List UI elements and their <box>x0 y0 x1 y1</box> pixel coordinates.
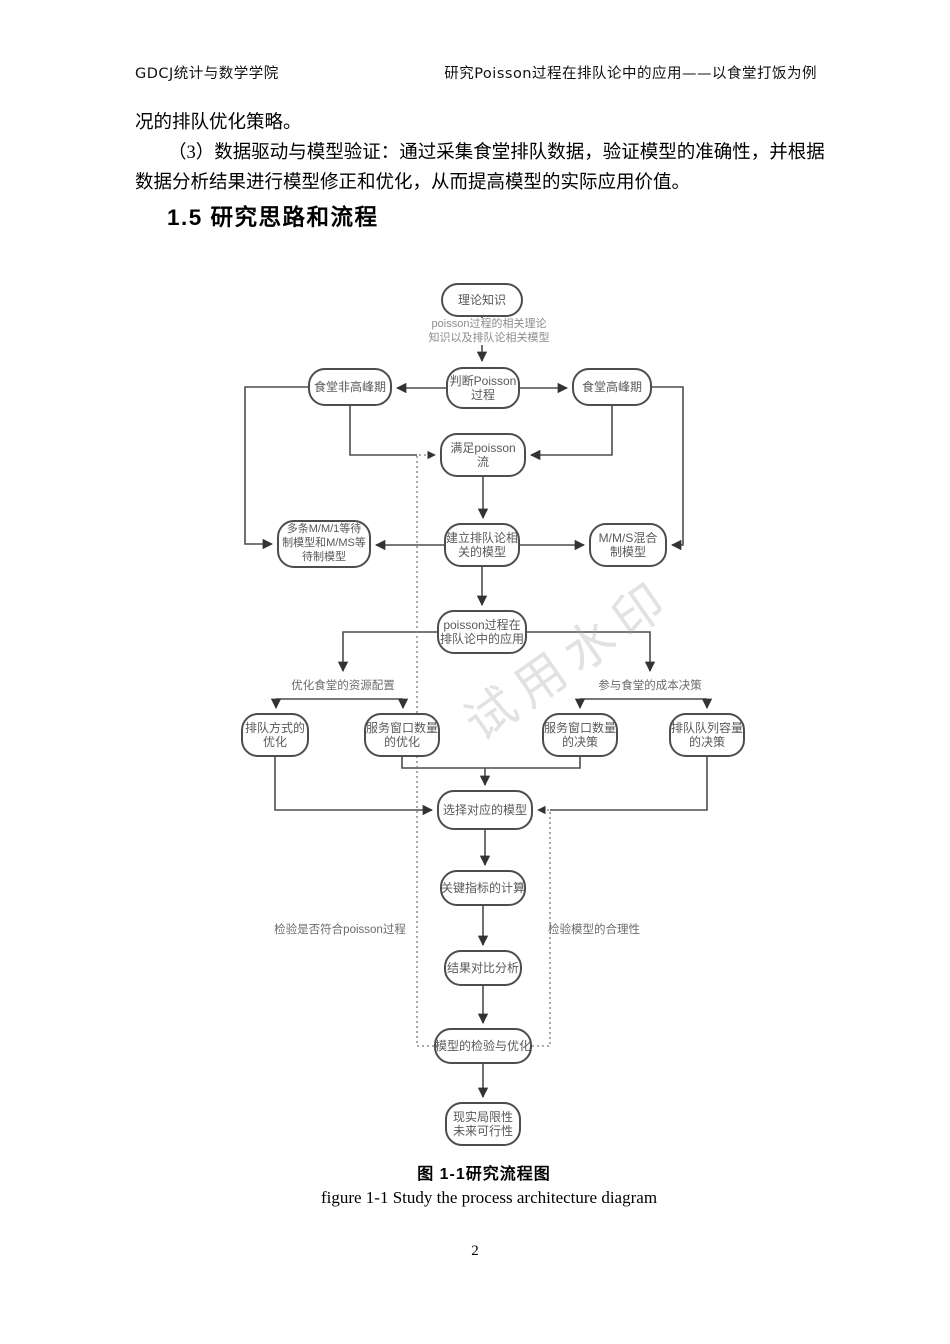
node-text-line: 制模型 <box>609 545 646 559</box>
flow-node-offpeak: 食堂非高峰期 <box>308 368 392 406</box>
flow-node-mms-model: M/M/S混合 制模型 <box>589 523 667 567</box>
node-text-line: 现实局限性 <box>452 1109 513 1124</box>
flow-node-judge-poisson: 判断Poisson 过程 <box>446 367 520 409</box>
flow-node-select-model: 选择对应的模型 <box>437 790 533 830</box>
node-text-line: 优化 <box>262 735 287 749</box>
check-label-poisson: 检验是否符合poisson过程 <box>274 924 406 936</box>
node-text-line: 结果对比分析 <box>446 960 519 975</box>
node-text-line: 食堂高峰期 <box>581 379 642 394</box>
flow-node-capacity-decision: 排队队列容量 的决策 <box>669 713 745 757</box>
node-text-line: 关键指标的计算 <box>441 880 526 895</box>
flow-node-window-optimization: 服务窗口数量 的优化 <box>364 713 440 757</box>
header-title: 研究Poisson过程在排队论中的应用——以食堂打饭为例 <box>444 66 817 82</box>
node-text-line: 食堂非高峰期 <box>313 379 386 394</box>
node-text-line: 选择对应的模型 <box>442 802 527 817</box>
body-line: 数据分析结果进行模型修正和优化，从而提高模型的实际应用价值。 <box>135 173 691 193</box>
node-text-line: 的优化 <box>383 735 420 749</box>
node-text-line: 的决策 <box>688 735 725 749</box>
figure-caption-en: figure 1-1 Study the process architectur… <box>320 1188 658 1207</box>
node-text-line: 排队队列容量 <box>671 720 744 735</box>
page-number: 2 <box>471 1243 479 1259</box>
body-line: （3）数据驱动与模型验证：通过采集食堂排队数据，验证模型的准确性，并根据 <box>168 143 825 163</box>
flow-node-model-verify: 模型的检验与优化 <box>434 1028 532 1064</box>
node-text-line: 制模型和M/MS等 <box>282 537 366 550</box>
flow-node-key-metrics: 关键指标的计算 <box>440 870 526 906</box>
node-text-line: 排队论中的应用 <box>439 632 524 646</box>
check-label-rationality: 检验模型的合理性 <box>548 924 640 936</box>
section-heading: 1.5 研究思路和流程 <box>167 205 379 230</box>
node-text-line: M/M/S混合 <box>598 530 658 545</box>
flow-node-poisson-flow: 满足poisson 流 <box>440 433 526 477</box>
branch-label-resource: 优化食堂的资源配置 <box>291 680 395 692</box>
flow-node-limitation: 现实局限性 未来可行性 <box>445 1102 521 1146</box>
flow-node-theory: 理论知识 <box>441 283 523 317</box>
branch-label-cost: 参与食堂的成本决策 <box>598 680 702 692</box>
flowchart: 试用水印 理论知识 poisson过程的相关理论 知识以及排队论相关模型 判断P… <box>0 270 950 1150</box>
flow-node-application: poisson过程在 排队论中的应用 <box>437 610 527 654</box>
node-text-line: 服务窗口数量 <box>366 720 439 735</box>
flow-node-build-model: 建立排队论相 关的模型 <box>444 523 520 567</box>
header-school: GDCJ统计与数学学院 <box>135 66 279 82</box>
figure-caption-zh: 图 1-1研究流程图 <box>417 1166 551 1183</box>
flow-node-window-decision: 服务窗口数量 的决策 <box>542 713 618 757</box>
body-line: 况的排队优化策略。 <box>135 113 302 133</box>
node-text-line: 多条M/M/1等待 <box>286 523 362 536</box>
node-text-line: 满足poisson <box>450 440 516 455</box>
note-line: poisson过程的相关理论 <box>431 318 547 330</box>
node-text-line: 建立排队论相 <box>446 530 519 545</box>
node-text-line: 待制模型 <box>302 550 346 563</box>
flow-node-result-compare: 结果对比分析 <box>444 950 522 986</box>
node-text-line: 流 <box>476 455 489 469</box>
flow-node-peak: 食堂高峰期 <box>572 368 652 406</box>
node-text-line: 服务窗口数量 <box>544 720 617 735</box>
node-text-line: 过程 <box>470 388 495 402</box>
theory-note: poisson过程的相关理论 知识以及排队论相关模型 <box>428 318 550 345</box>
node-text-line: 关的模型 <box>457 545 506 559</box>
node-text-line: 排队方式的 <box>244 720 305 735</box>
node-text-line: 判断Poisson <box>449 373 517 388</box>
node-text-line: 模型的检验与优化 <box>435 1038 532 1053</box>
body-paragraphs: 况的排队优化策略。 （3）数据驱动与模型验证：通过采集食堂排队数据，验证模型的准… <box>135 108 825 198</box>
node-text-line: poisson过程在 <box>443 617 521 632</box>
flow-node-queue-optimization: 排队方式的 优化 <box>241 713 309 757</box>
note-line: 知识以及排队论相关模型 <box>428 331 550 344</box>
node-text-line: 的决策 <box>561 735 598 749</box>
flow-node-mm1-models: 多条M/M/1等待 制模型和M/MS等 待制模型 <box>277 520 371 568</box>
node-text-line: 未来可行性 <box>452 1124 513 1138</box>
node-text-line: 理论知识 <box>457 292 506 307</box>
flowchart-connectors <box>244 317 713 1099</box>
